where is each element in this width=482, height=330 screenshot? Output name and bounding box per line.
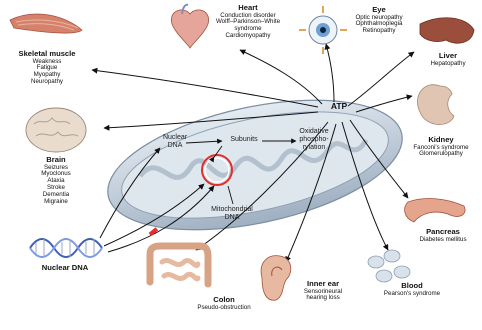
mitochondrial-dna-label: Mitochondrial DNA (204, 206, 260, 222)
pancreas-icon (405, 199, 465, 222)
nuclear-dna-helix-label: Nuclear DNA (30, 264, 100, 273)
pancreas-label: Pancreas Diabetes mellitus (408, 228, 478, 243)
atp-label: ATP (324, 102, 354, 112)
oxidative-phosphorylation-label: Oxidative phospho- rylation (292, 128, 336, 151)
inner-ear-label: Inner ear Sensorineural hearing loss (292, 280, 354, 302)
skeletal-muscle-label: Skeletal muscle Weakness Fatigue Myopath… (10, 50, 84, 86)
brain-icon (26, 108, 86, 152)
dna-helix-icon (30, 239, 102, 257)
mito-nuclear-dna-label: Nuclear DNA (158, 134, 192, 150)
mutation-mark (149, 227, 158, 236)
subunits-label: Subunits (224, 136, 264, 144)
kidney-icon (417, 85, 454, 125)
blood-label: Blood Pearson's syndrome (372, 282, 452, 297)
kidney-label: Kidney Fanconi's syndrome Glomerulopathy (406, 136, 476, 158)
liver-label: Liver Hepatopathy (418, 52, 478, 67)
skeletal-muscle-icon (10, 14, 82, 33)
colon-label: Colon Pseudo-obstruction (186, 296, 262, 311)
blood-cells-icon (368, 250, 410, 282)
brain-label: Brain Seizures Myoclonus Ataxia Stroke D… (20, 156, 92, 206)
colon-icon (150, 246, 208, 284)
heart-label: Heart Conduction disorder Wolff–Parkinso… (198, 4, 298, 40)
inner-ear-icon (261, 256, 291, 301)
eye-label: Eye Optic neuropathy Ophthalmoplegia Ret… (344, 6, 414, 35)
eye-icon (299, 6, 347, 54)
liver-icon (420, 18, 474, 43)
